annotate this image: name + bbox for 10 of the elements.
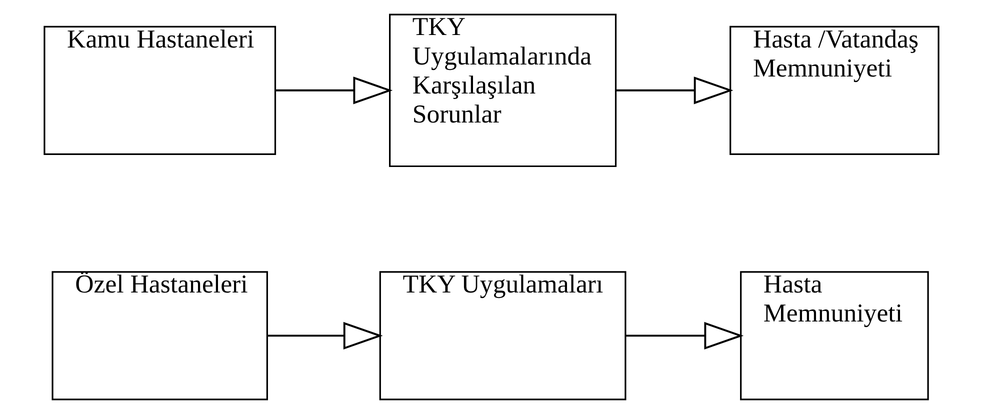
node-box: Kamu Hastaneleri — [44, 26, 276, 155]
arrow — [276, 76, 393, 104]
node-box: Özel Hastaneleri — [52, 271, 268, 400]
node-box: TKY Uygulamaları — [379, 271, 626, 400]
arrow — [268, 322, 383, 350]
node-box: TKY Uygulamalarında Karşılaşılan Sorunlar — [389, 14, 617, 168]
arrow — [626, 322, 744, 350]
arrow — [616, 76, 734, 104]
node-box: Hasta /Vatandaş Memnuniyeti — [730, 26, 940, 155]
node-box: Hasta Memnuniyeti — [740, 271, 929, 400]
